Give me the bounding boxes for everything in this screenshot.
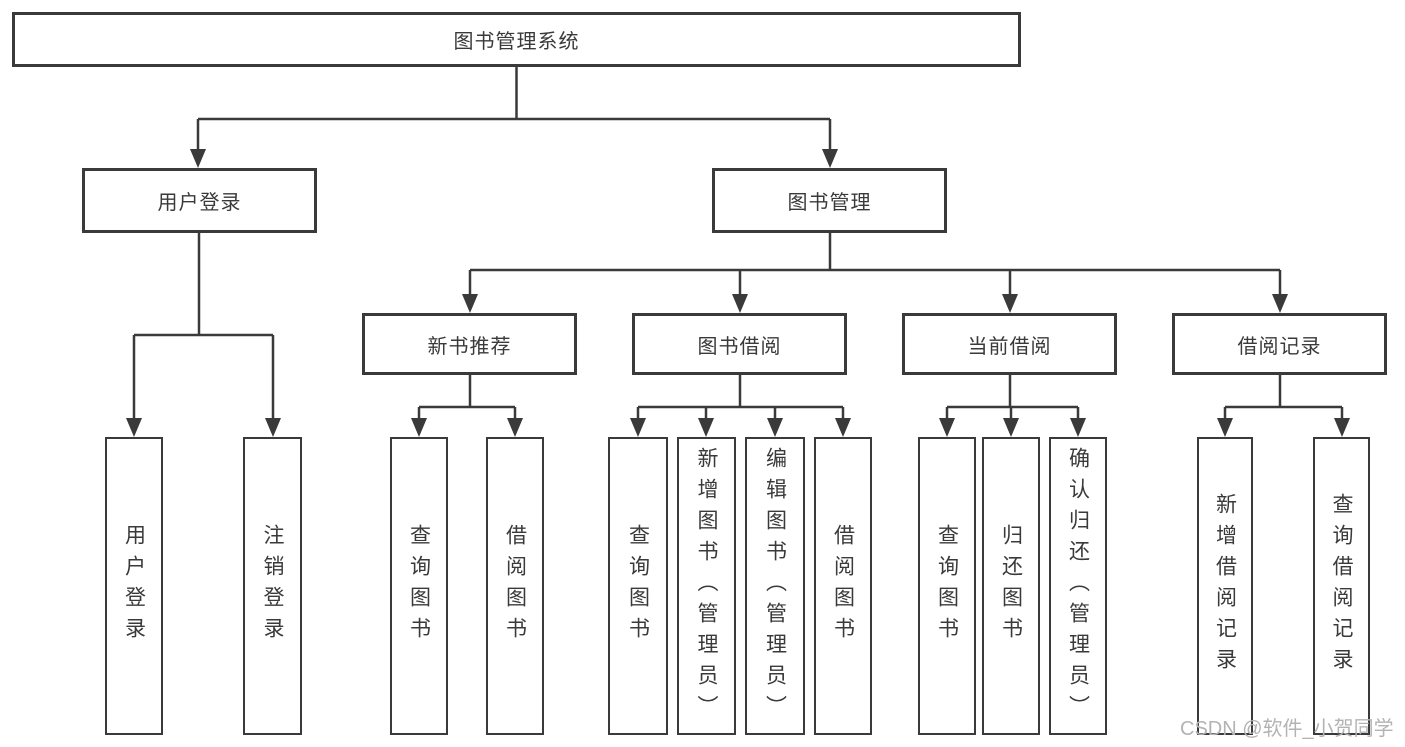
leaf-add-books-admin-label: 新增图书（管理员）	[695, 446, 718, 726]
leaf-edit-books-admin: 编辑图书（管理员）	[745, 437, 805, 735]
arrowhead-icon	[126, 149, 1350, 437]
leaf-add-borrow-record-label: 新增借阅记录	[1213, 493, 1237, 679]
leaf-borrow-books-2: 借阅图书	[814, 437, 872, 735]
node-library-system: 图书管理系统	[12, 12, 1021, 67]
leaf-query-books-2: 查询图书	[608, 437, 668, 735]
node-book-management-label: 图书管理	[787, 192, 872, 214]
node-borrow-records-label: 借阅记录	[1237, 335, 1322, 358]
leaf-query-borrow-record: 查询借阅记录	[1313, 437, 1370, 735]
leaf-query-books-1-label: 查询图书	[407, 524, 431, 648]
leaf-logout: 注销登录	[243, 437, 302, 735]
node-new-book-recommend: 新书推荐	[362, 313, 577, 375]
node-new-book-recommend-label: 新书推荐	[427, 335, 512, 358]
node-borrow-records: 借阅记录	[1172, 313, 1387, 375]
node-library-system-label: 图书管理系统	[453, 31, 580, 53]
leaf-add-books-admin: 新增图书（管理员）	[677, 437, 736, 735]
node-book-borrow-label: 图书借阅	[697, 335, 782, 358]
leaf-query-books-3-label: 查询图书	[935, 524, 959, 648]
leaf-borrow-books-1: 借阅图书	[486, 437, 544, 735]
leaf-query-borrow-record-label: 查询借阅记录	[1330, 493, 1353, 679]
leaf-query-books-3: 查询图书	[918, 437, 976, 735]
leaf-add-borrow-record: 新增借阅记录	[1197, 437, 1253, 735]
leaf-user-login: 用户登录	[105, 437, 163, 735]
leaf-query-books-1: 查询图书	[390, 437, 448, 735]
node-book-borrow: 图书借阅	[632, 313, 847, 375]
leaf-return-books-label: 归还图书	[999, 524, 1023, 648]
watermark: CSDN @软件_小贺同学	[1180, 718, 1394, 740]
leaf-confirm-return-admin: 确认归还（管理员）	[1049, 437, 1107, 735]
leaf-user-login-label: 用户登录	[122, 524, 146, 648]
leaf-borrow-books-2-label: 借阅图书	[831, 524, 855, 648]
node-current-borrow: 当前借阅	[902, 313, 1117, 375]
leaf-edit-books-admin-label: 编辑图书（管理员）	[763, 446, 787, 726]
node-current-borrow-label: 当前借阅	[967, 335, 1052, 358]
leaf-logout-label: 注销登录	[261, 524, 284, 648]
node-user-login: 用户登录	[82, 168, 317, 233]
leaf-query-books-2-label: 查询图书	[626, 524, 650, 648]
leaf-return-books: 归还图书	[982, 437, 1040, 735]
leaf-borrow-books-1-label: 借阅图书	[503, 524, 527, 648]
leaf-confirm-return-admin-label: 确认归还（管理员）	[1066, 446, 1090, 726]
node-user-login-label: 用户登录	[157, 192, 242, 214]
node-book-management: 图书管理	[712, 168, 947, 233]
connector-path	[132, 67, 1344, 421]
